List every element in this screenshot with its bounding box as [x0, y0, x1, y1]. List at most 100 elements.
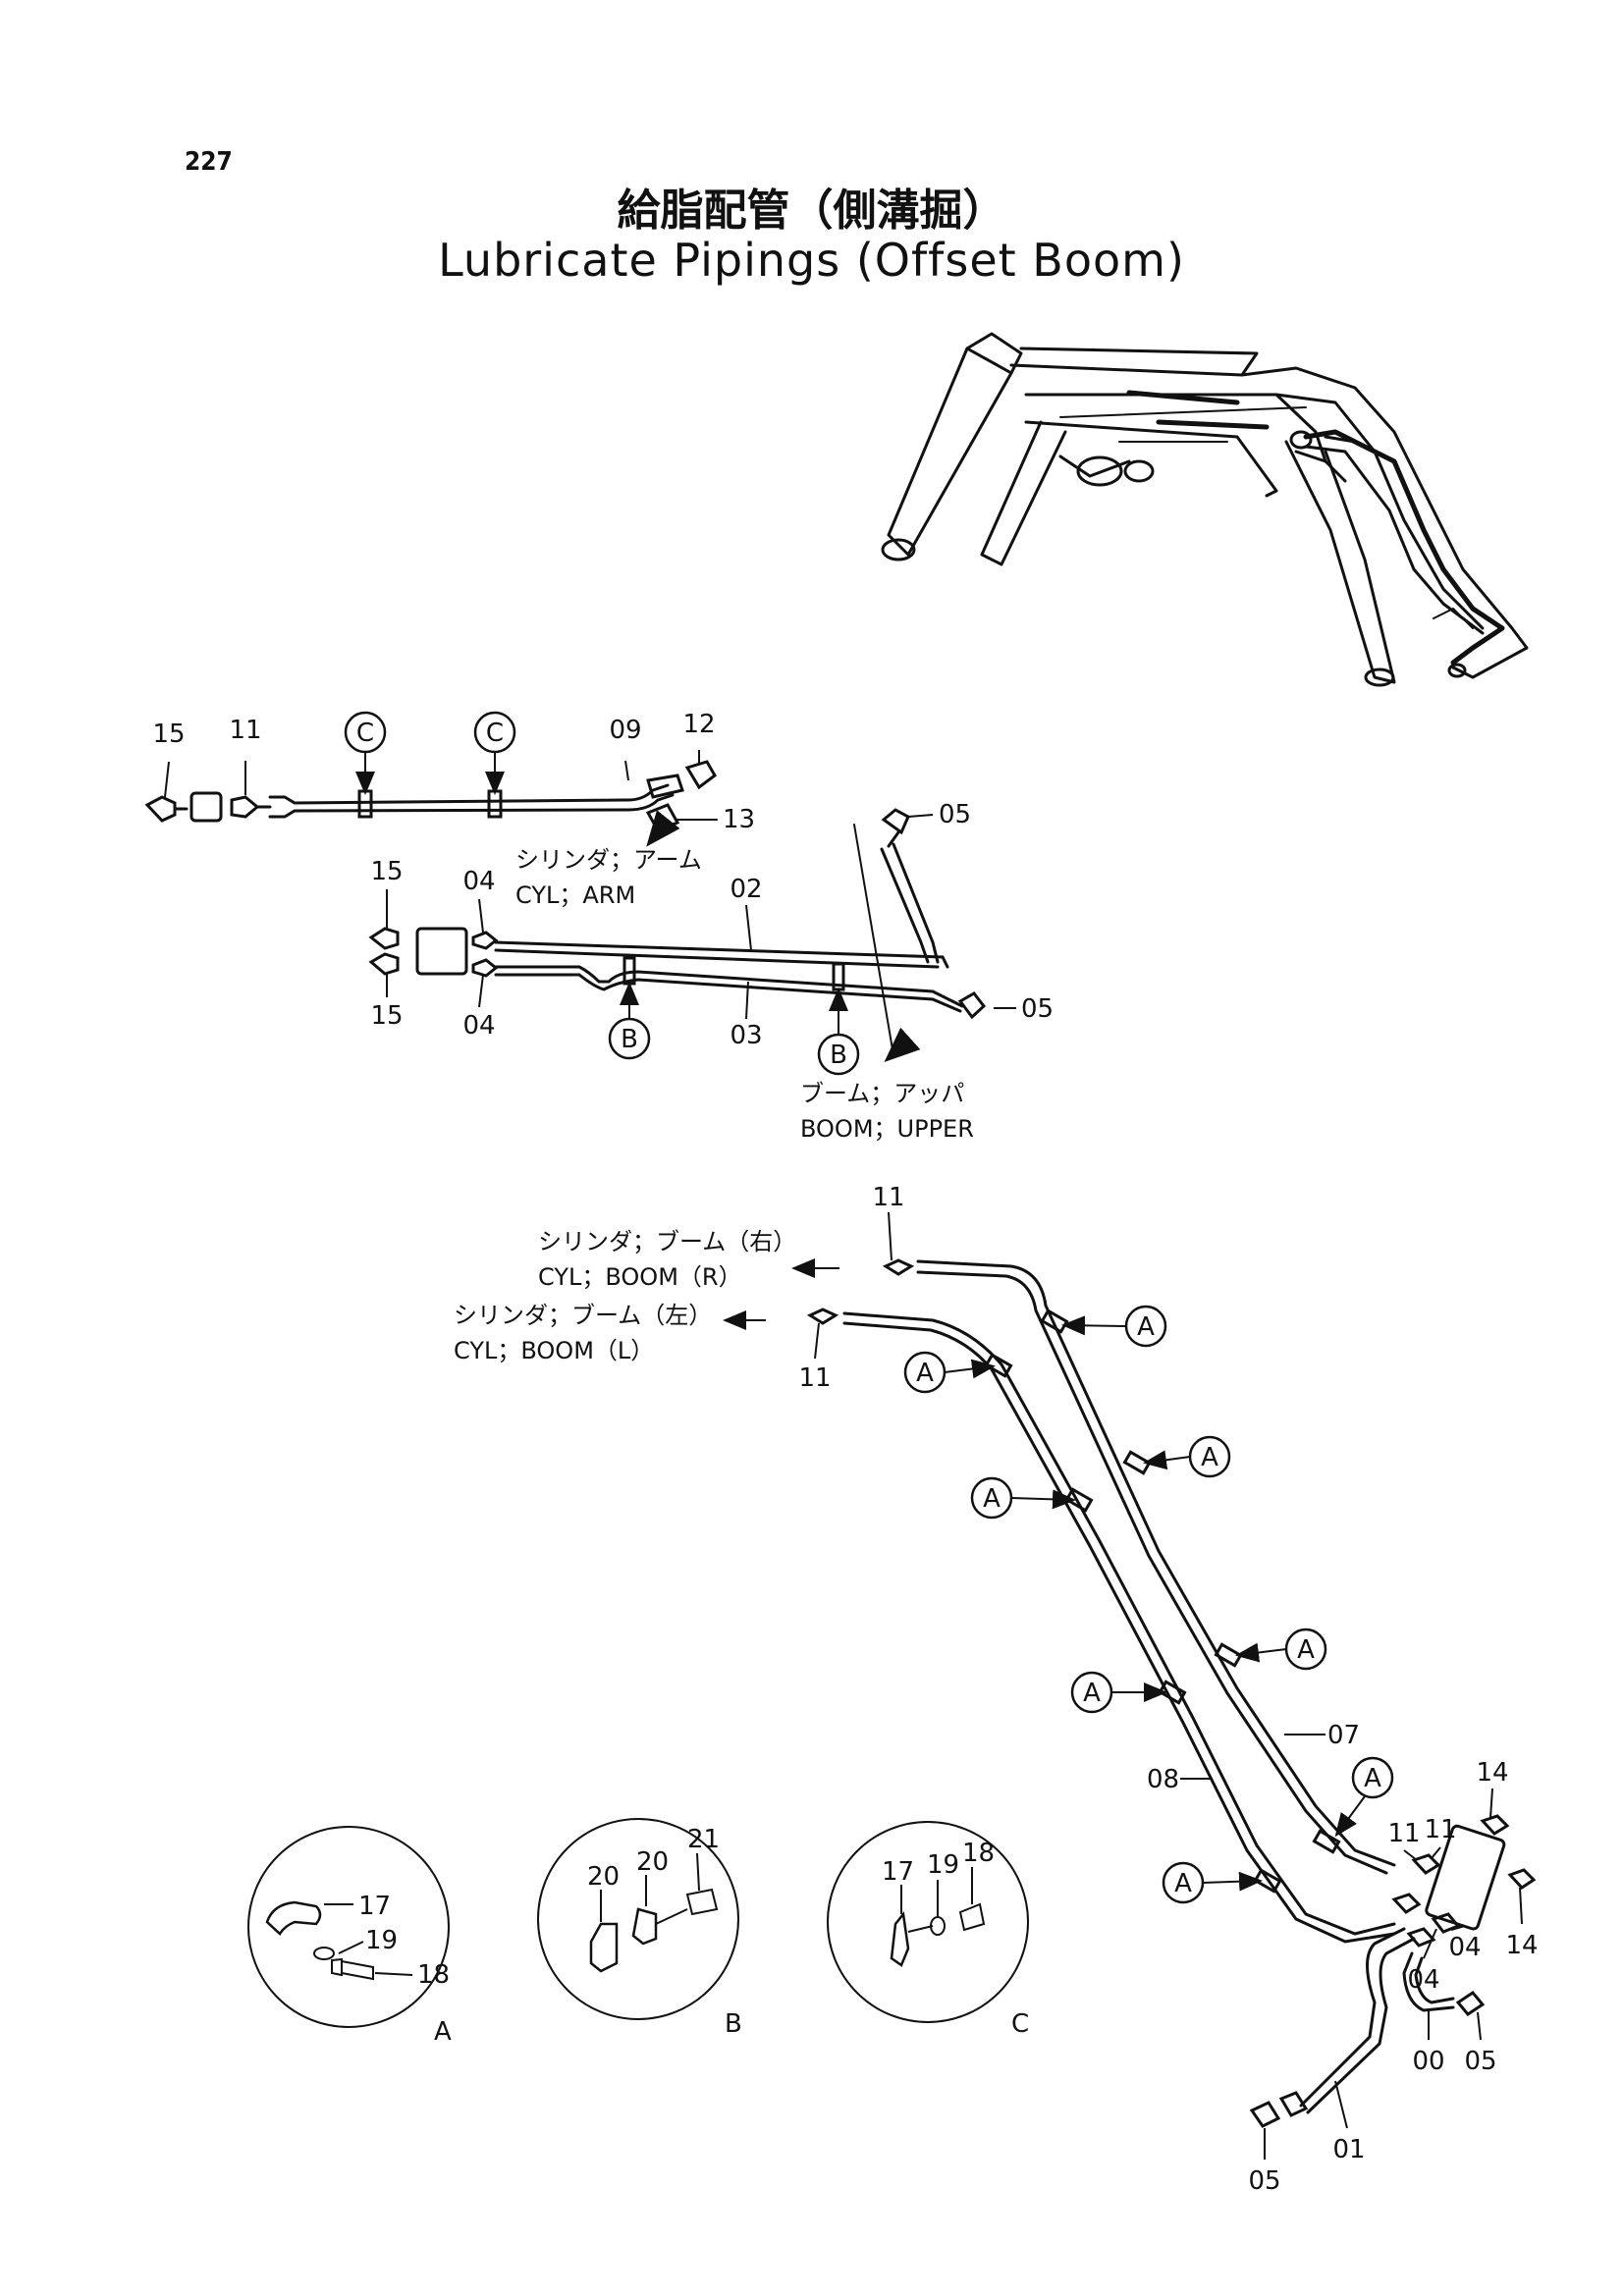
label-cyl-arm-en: CYL；ARM	[515, 881, 635, 909]
part-number: 03	[730, 1021, 762, 1050]
block-lower	[1425, 1824, 1506, 1931]
label-boom-upper-en: BOOM；UPPER	[800, 1115, 974, 1143]
callout-c-1-label: C	[356, 719, 374, 748]
fitting-12	[684, 760, 717, 790]
page-number: 227	[185, 147, 233, 177]
part-number: 04	[1448, 1933, 1481, 1962]
callout-a-4-label: A	[983, 1484, 1001, 1514]
boom-arm-overview-illustration	[881, 332, 1529, 687]
fitting-04-lower-b	[1406, 1927, 1436, 1948]
fitting-09-end	[646, 774, 684, 799]
detail-a-part-18: 18	[417, 1960, 450, 1990]
callout-a-2-label: A	[916, 1359, 934, 1388]
fitting-11-lower-c	[1411, 1853, 1441, 1875]
part-number: 04	[1407, 1965, 1439, 1995]
detail-b-part-21: 21	[687, 1825, 720, 1854]
label-cyl-boom-l-jp: シリンダ；ブーム（左）	[454, 1302, 712, 1329]
callout-a-7-label: A	[1364, 1764, 1381, 1793]
fitting-15-mid-a	[368, 927, 400, 950]
callout-a-8-label: A	[1174, 1869, 1192, 1898]
callout-a-7	[1351, 1756, 1394, 1799]
part-number: 00	[1412, 2047, 1444, 2076]
pipe-07	[916, 1259, 1396, 1875]
pipe-01	[1299, 1927, 1416, 2114]
label-cyl-arm-jp: シリンダ；アーム	[515, 846, 702, 874]
part-number: 14	[1505, 1931, 1538, 1960]
label-boom-upper-jp: ブーム；アッパ	[800, 1080, 964, 1107]
part-number: 08	[1147, 1765, 1179, 1794]
detail-b: 20 20 21 B	[537, 1818, 742, 2039]
fitting-04-mid-b	[471, 958, 499, 978]
fitting-04-lower-a	[1431, 1912, 1461, 1934]
part-number: 04	[462, 1011, 495, 1041]
fitting-11-top	[230, 795, 260, 819]
fitting-04-mid-a	[471, 931, 499, 950]
part-number: 11	[229, 716, 261, 745]
detail-c-part-17: 17	[882, 1857, 914, 1887]
part-number: 09	[609, 716, 641, 745]
callout-a-3-label: A	[1201, 1443, 1218, 1472]
callout-pointers	[355, 752, 1366, 1892]
title-english: Lubricate Pipings (Offset Boom)	[438, 234, 1185, 287]
title-japanese: 給脂配管（側溝掘）	[617, 186, 1006, 236]
part-number: 01	[1332, 2135, 1365, 2164]
clip-a-7	[1312, 1829, 1341, 1854]
callout-bubbles	[344, 711, 1394, 1904]
pipe-08	[842, 1311, 1396, 1944]
boom-cylinder-pipe-assembly	[806, 1258, 1537, 2128]
fitting-14-b	[1507, 1868, 1537, 1890]
part-number: 05	[1248, 2166, 1280, 2196]
destination-labels: シリンダ；アーム CYL；ARM ブーム；アッパ BOOM；UPPER シリンダ…	[454, 846, 974, 1364]
detail-b-part-20b: 20	[636, 1847, 669, 1877]
upper-boom-pipe-assembly	[368, 808, 987, 1063]
label-cyl-boom-r-en: CYL；BOOM（R）	[538, 1263, 742, 1291]
elbow-05-top	[881, 808, 910, 835]
part-numbers: 15 11 09 12 13 15 15 04 04 02 03 05 05 1…	[152, 710, 1538, 2196]
clip-c-2	[487, 789, 503, 819]
fitting-14-a	[1480, 1814, 1510, 1836]
fitting-01-end	[1278, 2091, 1309, 2117]
part-number: 05	[1464, 2047, 1496, 2076]
fitting-15-mid-b	[368, 952, 400, 976]
elbow-05-lower-b	[1249, 2101, 1281, 2128]
part-number: 11	[798, 1363, 831, 1393]
part-number: 14	[1476, 1758, 1508, 1788]
leader-lines	[164, 750, 1523, 2160]
fitting-15-top	[144, 795, 177, 823]
pipe-00	[1402, 1951, 1455, 2012]
part-number: 05	[939, 800, 971, 829]
fitting-13	[645, 803, 680, 832]
clip-a-3	[1122, 1450, 1152, 1475]
arm-cylinder-pipe-assembly	[144, 760, 718, 847]
part-number: 05	[1021, 994, 1054, 1024]
detail-c-caption: C	[1011, 2009, 1029, 2039]
callout-a-6-label: A	[1083, 1679, 1101, 1708]
pipe-02	[494, 940, 949, 969]
detail-b-caption: B	[725, 2009, 742, 2039]
callout-b-1-label: B	[621, 1025, 638, 1054]
part-number: 02	[730, 875, 762, 904]
callout-letters: C C B B A A A A A A A A	[356, 719, 1381, 1898]
callout-a-1-label: A	[1137, 1312, 1155, 1342]
part-number: 04	[462, 867, 495, 896]
callout-c-2-label: C	[486, 719, 504, 748]
part-number: 13	[723, 805, 755, 834]
elbow-05-bottom	[957, 991, 987, 1020]
part-number: 11	[1424, 1815, 1456, 1844]
part-number: 11	[872, 1183, 904, 1212]
pipe-02-riser	[880, 842, 940, 964]
part-number: 15	[370, 857, 403, 886]
label-cyl-boom-l-en: CYL；BOOM（L）	[454, 1337, 654, 1364]
detail-a-caption: A	[434, 2017, 452, 2047]
block-mid	[415, 927, 468, 976]
detail-b-part-20a: 20	[587, 1862, 620, 1892]
callout-a-5-label: A	[1297, 1635, 1315, 1665]
pipe-09	[268, 783, 675, 819]
part-number: 11	[1387, 1819, 1420, 1848]
label-cyl-boom-r-jp: シリンダ；ブーム（右）	[538, 1228, 796, 1255]
part-number: 07	[1327, 1721, 1360, 1750]
clip-c-1	[357, 789, 373, 819]
part-number: 12	[682, 710, 715, 739]
detail-a: 17 19 18 A	[247, 1826, 452, 2047]
